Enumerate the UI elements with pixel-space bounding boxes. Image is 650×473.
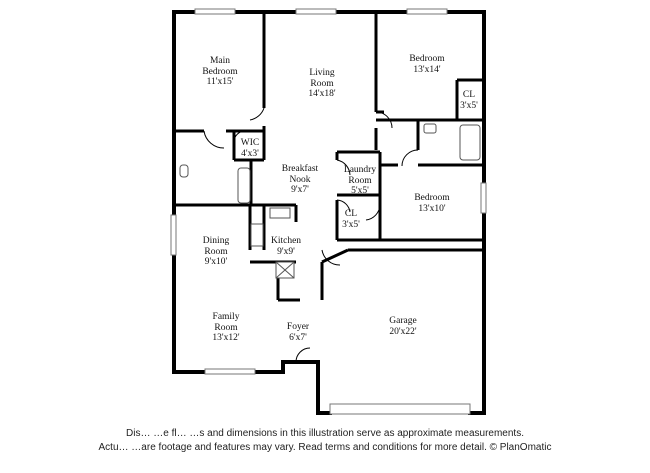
disclaimer: Dis… …e fl… …s and dimensions in this il…	[0, 427, 650, 455]
room-dimensions: 13'x10'	[418, 203, 446, 214]
room-dimensions: 11'x15'	[206, 77, 234, 87]
room-dimensions: 20'x22'	[389, 326, 417, 337]
room-breakfast-nook: Breakfast Nook 9'x7'	[282, 164, 318, 196]
room-name: CL	[344, 209, 358, 219]
room-closet-2: CL 3'x5'	[342, 209, 360, 230]
room-name-line1: Breakfast	[281, 164, 319, 174]
room-name-line1: Laundry	[343, 165, 377, 175]
room-name-line1: Main	[209, 56, 231, 66]
room-main-bedroom: Main Bedroom 11'x15'	[202, 56, 237, 88]
room-name: WIC	[240, 138, 260, 148]
room-dimensions: 5'x5'	[351, 186, 369, 196]
room-bedroom-2: Bedroom 13'x10'	[414, 193, 449, 214]
bathtub	[237, 167, 251, 204]
room-name-line1: Family	[212, 312, 240, 322]
room-name-line1: Living	[309, 68, 335, 78]
room-name-line2: Room	[310, 78, 334, 89]
room-name: Kitchen	[270, 236, 302, 246]
room-name: Bedroom	[409, 54, 445, 64]
disclaimer-line2: Actu… …are footage and features may vary…	[98, 442, 552, 453]
room-dimensions: 4'x3'	[241, 148, 259, 159]
room-dimensions: 6'x7'	[289, 332, 307, 343]
stove	[250, 223, 264, 247]
room-name: Garage	[389, 316, 417, 326]
room-dimensions: 9'x9'	[277, 246, 295, 257]
sink	[423, 123, 437, 134]
kitchen-sink	[269, 207, 291, 219]
room-closet-1: CL 3'x5'	[460, 90, 478, 111]
room-name: Foyer	[286, 322, 310, 332]
room-dimensions: 14'x18'	[308, 89, 336, 99]
room-name-line2: Bedroom	[202, 66, 238, 77]
room-dimensions: 13'x14'	[413, 64, 441, 75]
room-dimensions: 9'x7'	[291, 185, 309, 195]
room-bedroom-1: Bedroom 13'x14'	[409, 54, 444, 75]
room-dining-room: Dining Room 9'x10'	[203, 236, 229, 268]
room-foyer: Foyer 6'x7'	[287, 322, 309, 343]
room-laundry-room: Laundry Room 5'x5'	[344, 165, 376, 197]
room-living-room: Living Room 14'x18'	[308, 68, 335, 100]
room-name-line2: Room	[348, 175, 372, 186]
room-name: Bedroom	[414, 193, 450, 203]
room-name-line2: Nook	[289, 174, 311, 185]
room-dimensions: 3'x5'	[460, 100, 478, 111]
room-name: CL	[462, 90, 476, 100]
fixtures	[179, 123, 481, 279]
windows	[170, 8, 487, 375]
room-dimensions: 9'x10'	[204, 257, 228, 267]
room-kitchen: Kitchen 9'x9'	[271, 236, 301, 257]
doors	[203, 107, 419, 363]
room-name-line2: Room	[214, 322, 238, 333]
toilet	[179, 164, 189, 178]
disclaimer-line1: Dis… …e fl… …s and dimensions in this il…	[126, 428, 524, 439]
room-dimensions: 3'x5'	[342, 219, 360, 230]
room-dimensions: 13'x12'	[212, 333, 240, 343]
room-wic: WIC 4'x3'	[241, 138, 259, 159]
room-garage: Garage 20'x22'	[389, 316, 416, 337]
room-family-room: Family Room 13'x12'	[212, 312, 239, 344]
garage-door	[329, 403, 471, 415]
bathtub	[459, 124, 481, 161]
room-name-line1: Dining	[202, 236, 230, 246]
room-name-line2: Room	[204, 246, 228, 257]
